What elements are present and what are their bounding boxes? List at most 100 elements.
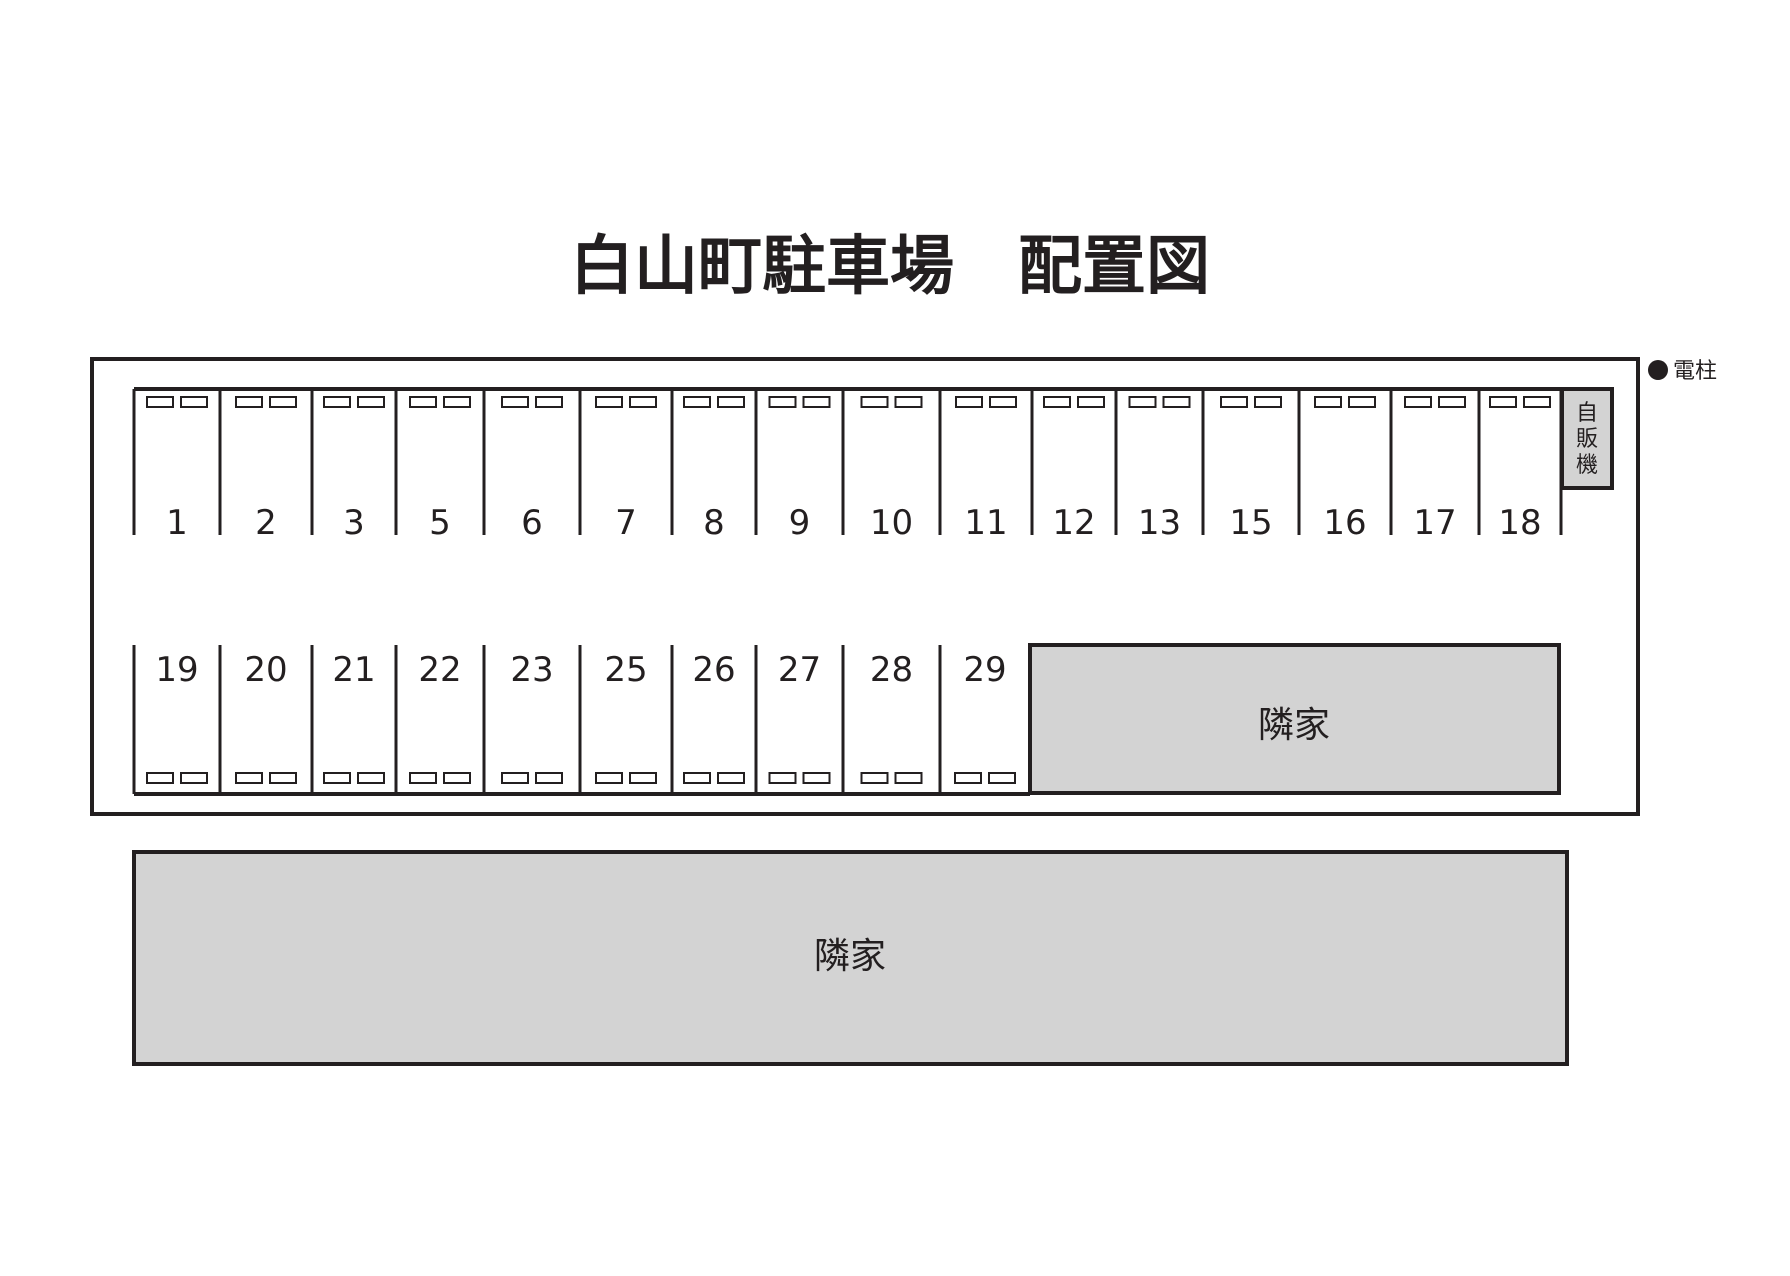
parking-stall: 29 <box>954 650 1016 784</box>
parking-stall: 25 <box>595 650 657 784</box>
parking-stall: 2 <box>235 396 297 543</box>
parking-stall: 11 <box>955 396 1017 543</box>
wheel-stop <box>323 396 351 408</box>
stall-number: 3 <box>343 503 365 543</box>
vending-machine-label-3: 機 <box>1576 453 1598 478</box>
wheel-stop <box>629 396 657 408</box>
wheel-stop <box>894 772 923 784</box>
diagram-title: 白山町駐車場 配置図 <box>570 230 1210 304</box>
wheel-stop <box>269 396 297 408</box>
neighbor-house-right-label: 隣家 <box>1258 705 1330 746</box>
vending-machine-label-2: 販 <box>1576 427 1598 452</box>
stall-number: 21 <box>332 650 375 690</box>
parking-stall: 18 <box>1489 396 1551 543</box>
stall-number: 18 <box>1498 503 1541 543</box>
wheel-stop <box>1348 396 1376 408</box>
wheel-stop <box>269 772 297 784</box>
stall-number: 6 <box>521 503 543 543</box>
stall-number: 5 <box>429 503 451 543</box>
wheel-stop <box>860 396 889 408</box>
wheel-stop <box>323 772 351 784</box>
stall-number: 2 <box>255 503 277 543</box>
parking-stall: 19 <box>146 650 208 784</box>
neighbor-house-bottom: 隣家 <box>132 850 1569 1066</box>
parking-stall: 12 <box>1043 396 1105 543</box>
stall-number: 20 <box>244 650 287 690</box>
stall-number: 12 <box>1052 503 1095 543</box>
neighbor-house-bottom-label: 隣家 <box>814 936 886 977</box>
wheel-stop <box>595 772 623 784</box>
parking-stall: 1 <box>146 396 208 543</box>
stall-number: 19 <box>155 650 198 690</box>
parking-stall: 26 <box>683 650 745 784</box>
utility-pole: 電柱 <box>1648 359 1717 384</box>
stall-number: 22 <box>418 650 461 690</box>
wheel-stop <box>1128 396 1157 408</box>
wheel-stop <box>629 772 657 784</box>
wheel-stop <box>235 396 263 408</box>
stall-number: 9 <box>789 503 811 543</box>
wheel-stop <box>1043 396 1071 408</box>
parking-stall: 8 <box>683 396 745 543</box>
neighbor-house-bottom-box <box>132 850 1569 1066</box>
wheel-stop <box>409 396 437 408</box>
wheel-stop <box>989 396 1017 408</box>
parking-stall: 21 <box>323 650 385 784</box>
stall-number: 10 <box>870 503 913 543</box>
wheel-stop <box>894 396 923 408</box>
wheel-stop <box>443 772 471 784</box>
stall-number: 28 <box>870 650 913 690</box>
neighbor-house-right: 隣家 <box>1028 643 1561 795</box>
wheel-stop <box>535 396 563 408</box>
stall-number: 13 <box>1138 503 1181 543</box>
neighbor-house-right-box <box>1028 643 1561 795</box>
wheel-stop <box>1254 396 1282 408</box>
parking-stall: 5 <box>409 396 471 543</box>
parking-stall: 10 <box>860 396 923 543</box>
wheel-stop <box>180 772 208 784</box>
wheel-stop <box>501 772 529 784</box>
wheel-stop <box>1523 396 1551 408</box>
wheel-stop <box>860 772 889 784</box>
stall-number: 11 <box>964 503 1007 543</box>
wheel-stop <box>357 772 385 784</box>
wheel-stop <box>180 396 208 408</box>
wheel-stop <box>501 396 529 408</box>
wheel-stop <box>1220 396 1248 408</box>
wheel-stop <box>409 772 437 784</box>
wheel-stop <box>717 772 745 784</box>
wheel-stop <box>954 772 982 784</box>
wheel-stop <box>1404 396 1432 408</box>
parking-stall: 22 <box>409 650 471 784</box>
stall-number: 7 <box>615 503 637 543</box>
wheel-stop <box>535 772 563 784</box>
wheel-stop <box>768 772 797 784</box>
wheel-stop <box>802 396 831 408</box>
wheel-stop <box>235 772 263 784</box>
stall-number: 29 <box>963 650 1006 690</box>
wheel-stop <box>1077 396 1105 408</box>
parking-stall: 13 <box>1128 396 1191 543</box>
vending-machine-label-1: 自 <box>1576 401 1598 426</box>
wheel-stop <box>146 396 174 408</box>
wheel-stop <box>683 396 711 408</box>
parking-stall: 7 <box>595 396 657 543</box>
parking-stall: 23 <box>501 650 563 784</box>
wheel-stop <box>1438 396 1466 408</box>
parking-stall: 9 <box>768 396 831 543</box>
stall-number: 25 <box>604 650 647 690</box>
utility-pole-marker <box>1648 360 1668 380</box>
wheel-stop <box>683 772 711 784</box>
vending-machine: 自 販 機 <box>1560 387 1614 490</box>
wheel-stop <box>357 396 385 408</box>
parking-lot-boundary <box>90 357 1640 816</box>
wheel-stop <box>802 772 831 784</box>
wheel-stop <box>717 396 745 408</box>
stall-number: 8 <box>703 503 725 543</box>
wheel-stop <box>443 396 471 408</box>
parking-stall: 17 <box>1404 396 1466 543</box>
stall-number: 26 <box>692 650 735 690</box>
